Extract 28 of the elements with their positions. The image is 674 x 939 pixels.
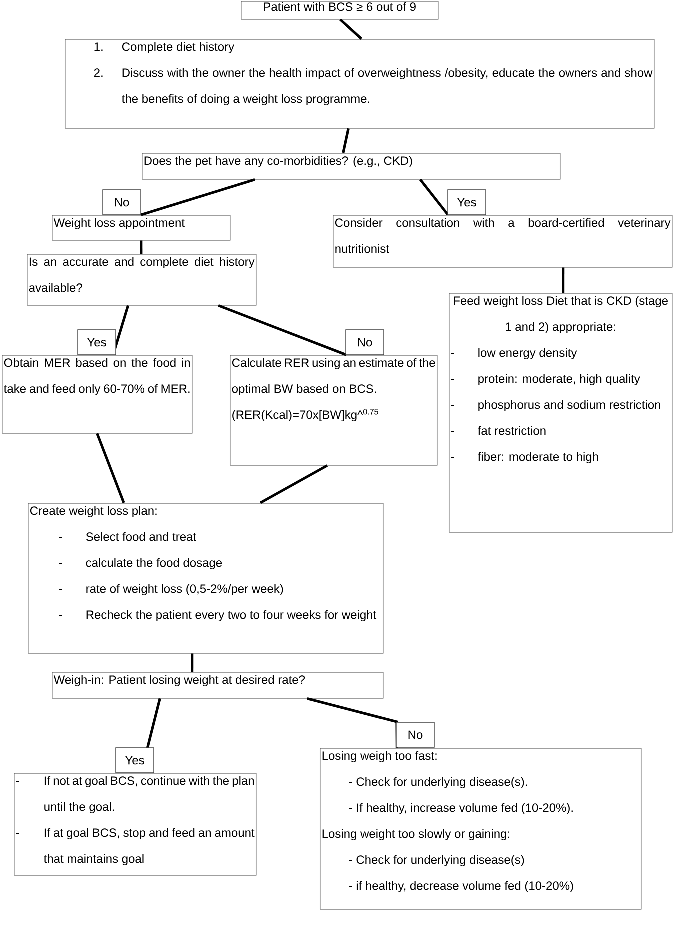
connector-line: [562, 268, 565, 293]
connector-line: [140, 240, 143, 254]
connector-line: [260, 464, 328, 504]
flowchart-box: Patient with BCS ≥ 6 out of 9: [241, 1, 439, 20]
connector-line: [342, 128, 350, 154]
flowchart-box: Feed weight loss Diet that is CKD (stage 1 and 2) appropriate: - low energy density - protein: moderate, high quality - phosphorus and sodium restriction - fat restriction - fiber: moderate to high: [449, 293, 673, 533]
edge-label: No: [396, 722, 435, 748]
edge-label: No: [102, 190, 142, 216]
flowchart-box: Weigh-in: Patient losing weight at desired rate?: [52, 672, 384, 699]
flowchart-box: Consider consultation with a board-certified veterinary nutritionist: [333, 215, 673, 268]
flowchart-box: Create weight loss plan: - Select food and treat - calculate the food dosage - rate of weight loss (0,5-2%/per week) - Recheck the patient every two to four weeks for weight: [28, 503, 384, 654]
connector-line: [340, 18, 362, 40]
flowchart-box: Weight loss appointment: [52, 215, 231, 241]
flowchart-box: 1. Complete diet history 2. Discuss with the owner the health impact of overweightness /obesity, educate the owners and show the benefits of doing a weight loss programme.: [65, 39, 655, 129]
edge-label: No: [346, 330, 384, 356]
edge-label: Yes: [448, 190, 486, 216]
edge-label: Yes: [116, 748, 154, 774]
edge-label: Yes: [78, 330, 116, 356]
flowchart-box: Obtain MER based on the food in take and feed only 60-70% of MER.: [2, 355, 193, 434]
flowchart-box: Is an accurate and complete diet history available?: [27, 254, 257, 306]
flowchart-box: Losing weigh too fast: - Check for underlying disease(s). - If healthy, increase volume fed (10-20%). Losing weight too slowly or gaining: - Check for underlying disease(s) - if healthy, decrease volume fed (10-20%): [320, 748, 642, 910]
connector-line: [419, 178, 450, 216]
connector-line: [191, 654, 194, 672]
connector-line: [96, 433, 126, 504]
flowchart-box: Calculate RER using an estimate of the optimal BW based on BCS. (RER(Kcal)=70x[BW]kg^$^{0.75}$: [230, 355, 438, 466]
flowchart-box: Does the pet have any co-morbidities? (e.g., CKD): [142, 153, 561, 180]
flowchart-box: - If not at goal BCS, continue with the plan until the goal. - If at goal BCS, stop and feed an amount that maintains goal: [14, 773, 257, 876]
connector-line: [140, 178, 256, 216]
